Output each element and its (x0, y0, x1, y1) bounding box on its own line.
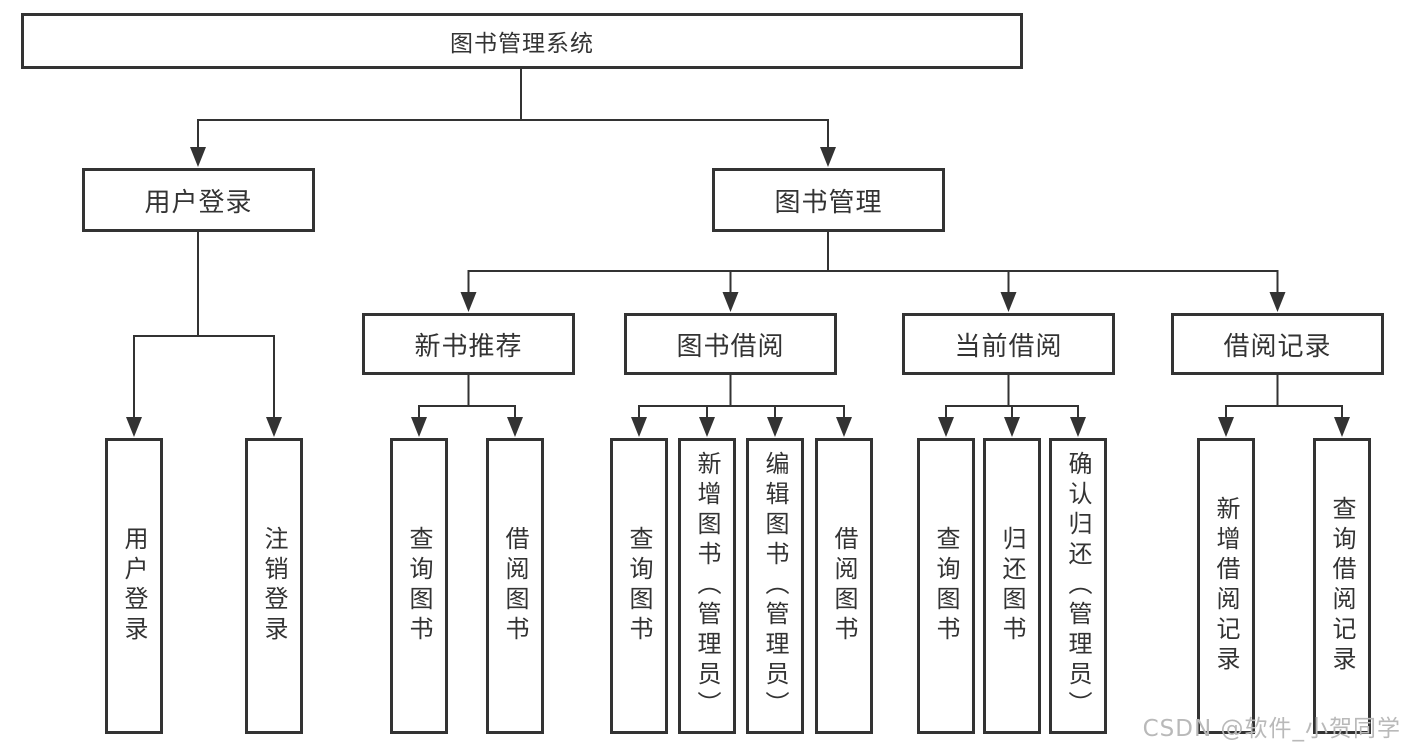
leaf-edit-books-admin: 编辑图书（管理员） (746, 438, 804, 734)
leaf-borrow-books-recommend: 借阅图书 (486, 438, 544, 734)
node-new-book-recommend: 新书推荐 (362, 313, 575, 375)
leaf-logout: 注销登录 (245, 438, 303, 734)
node-book-borrowing: 图书借阅 (624, 313, 837, 375)
leaf-borrow-books-borrowing: 借阅图书 (815, 438, 873, 734)
csdn-watermark: CSDN @软件_小贺同学 (1142, 716, 1401, 742)
leaf-return-books: 归还图书 (983, 438, 1041, 734)
node-user-login: 用户登录 (82, 168, 315, 232)
leaf-query-books-recommend: 查询图书 (390, 438, 448, 734)
node-library-management-system: 图书管理系统 (21, 13, 1023, 69)
leaf-add-books-admin: 新增图书（管理员） (678, 438, 736, 734)
leaf-query-books-current: 查询图书 (917, 438, 975, 734)
node-current-borrowing: 当前借阅 (902, 313, 1115, 375)
leaf-query-books-borrowing: 查询图书 (610, 438, 668, 734)
leaf-confirm-return-admin: 确认归还（管理员） (1049, 438, 1107, 734)
leaf-query-borrow-record: 查询借阅记录 (1313, 438, 1371, 734)
leaf-add-borrow-record: 新增借阅记录 (1197, 438, 1255, 734)
leaf-user-login: 用户登录 (105, 438, 163, 734)
node-book-management: 图书管理 (712, 168, 945, 232)
node-borrowing-records: 借阅记录 (1171, 313, 1384, 375)
